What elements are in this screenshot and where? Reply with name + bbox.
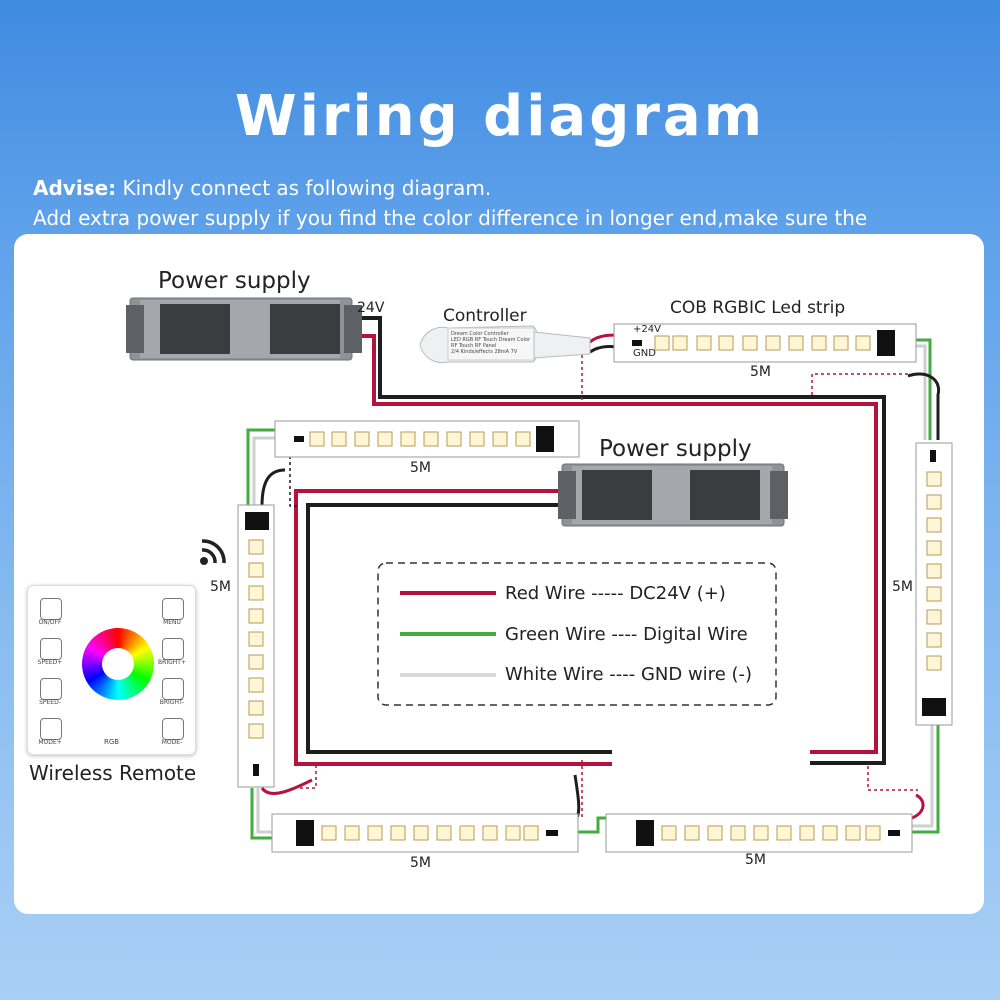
menu-button-icon (162, 598, 184, 620)
controller-text-2: LED RGB RF Touch Dream Color (451, 337, 531, 343)
length-bottom-left: 5M (410, 855, 431, 871)
speed-plus-caption: SPEED+ (37, 659, 63, 666)
strip-title-label: COB RGBIC Led strip (670, 298, 846, 318)
speed-minus-caption: SPEED- (39, 699, 61, 706)
white-bundle-left-bottom (256, 788, 272, 834)
green-bundle-left-bottom (250, 788, 272, 840)
advise-label: Advise: (33, 176, 117, 200)
legend-white-text: White Wire ---- GND wire (-) (505, 664, 753, 685)
color-wheel-icon (82, 628, 154, 700)
red-black-top-right (907, 372, 941, 440)
controller (419, 325, 591, 364)
dotted-top-right (811, 373, 908, 395)
wireless-signal-icon (200, 539, 226, 565)
length-top: 5M (750, 364, 771, 380)
advise-line-2: Add extra power supply if you find the c… (33, 206, 868, 230)
controller-text-1: Dream Color Controller (451, 331, 509, 337)
power-supply-1 (126, 297, 362, 361)
on-off-caption: ON/OFF (38, 619, 62, 626)
strip-left (237, 504, 275, 788)
controller-dotted (581, 349, 590, 400)
bright-minus-caption: BRIGHT- (159, 699, 185, 706)
speed-plus-button-icon (40, 638, 62, 660)
dotted-left-bottom (300, 766, 317, 789)
mode-plus-button-icon (40, 718, 62, 740)
controller-text-4: 2/4 Kinds/effects 28mA 7V (451, 349, 518, 355)
power-supply-2 (558, 463, 788, 527)
legend-green-text: Green Wire ---- Digital Wire (505, 624, 748, 645)
green-bundle-right-bottom (912, 725, 940, 834)
length-left: 5M (210, 579, 231, 595)
strip-top (613, 323, 917, 363)
remote-title: Wireless Remote (29, 761, 197, 785)
red-black-left-bottom (260, 778, 313, 795)
wireless-remote: ON/OFF MENU SPEED+ BRIGHT+ SPEED- BRIGHT… (27, 585, 196, 755)
page-title: Wiring diagram (234, 84, 766, 149)
advise-text: Advise: Kindly connect as following diag… (33, 173, 867, 233)
advise-line-1: Kindly connect as following diagram. (116, 176, 492, 200)
controller-face-text: Dream Color Controller LED RGB RF Touch … (451, 331, 531, 355)
length-upper: 5M (410, 460, 431, 476)
legend-box (377, 562, 777, 706)
dotted-right-bottom (867, 766, 918, 791)
legend-red-text: Red Wire ----- DC24V (+) (505, 583, 726, 604)
rgb-caption: RGB (103, 738, 120, 746)
black-wire-ps1 (360, 316, 886, 765)
voltage-label: 24V (357, 300, 385, 316)
speed-minus-button-icon (40, 678, 62, 700)
strip-upper (274, 420, 580, 458)
white-bundle-top-right (916, 344, 927, 440)
bright-plus-button-icon (162, 638, 184, 660)
strip-right (915, 442, 953, 726)
power-button-icon (40, 598, 62, 620)
bright-plus-caption: BRIGHT+ (158, 659, 186, 666)
red-black-left-top (260, 468, 286, 507)
bright-minus-button-icon (162, 678, 184, 700)
controller-text-3: RF Touch RF Panel (451, 343, 497, 349)
menu-caption: MENU (163, 619, 181, 626)
green-bundle-top-right (916, 338, 932, 440)
red-black-right-bottom (911, 793, 925, 820)
length-bottom-right: 5M (745, 852, 766, 868)
controller-label: Controller (443, 306, 527, 326)
red-wire-ps1 (360, 334, 878, 754)
green-bundle-left-top (246, 428, 275, 506)
white-bundle-left-top (252, 436, 275, 506)
mode-plus-caption: MODE+ (38, 739, 62, 746)
mode-minus-button-icon (162, 718, 184, 740)
green-bundle-bottom (578, 816, 606, 834)
red-wire-ps2 (294, 489, 612, 766)
dotted-left-top (289, 456, 300, 507)
gnd-label: GND (633, 348, 656, 359)
length-right: 5M (892, 579, 913, 595)
power-supply-2-label: Power supply (599, 436, 752, 462)
strip-bottom-left (271, 813, 579, 853)
strip-bottom-right (605, 813, 913, 853)
black-wire-ps2 (306, 503, 612, 754)
plus24v-label: +24V (633, 324, 661, 335)
power-supply-1-label: Power supply (158, 268, 311, 294)
mode-minus-caption: MODE- (161, 739, 183, 746)
white-bundle-right-bottom (912, 725, 934, 828)
